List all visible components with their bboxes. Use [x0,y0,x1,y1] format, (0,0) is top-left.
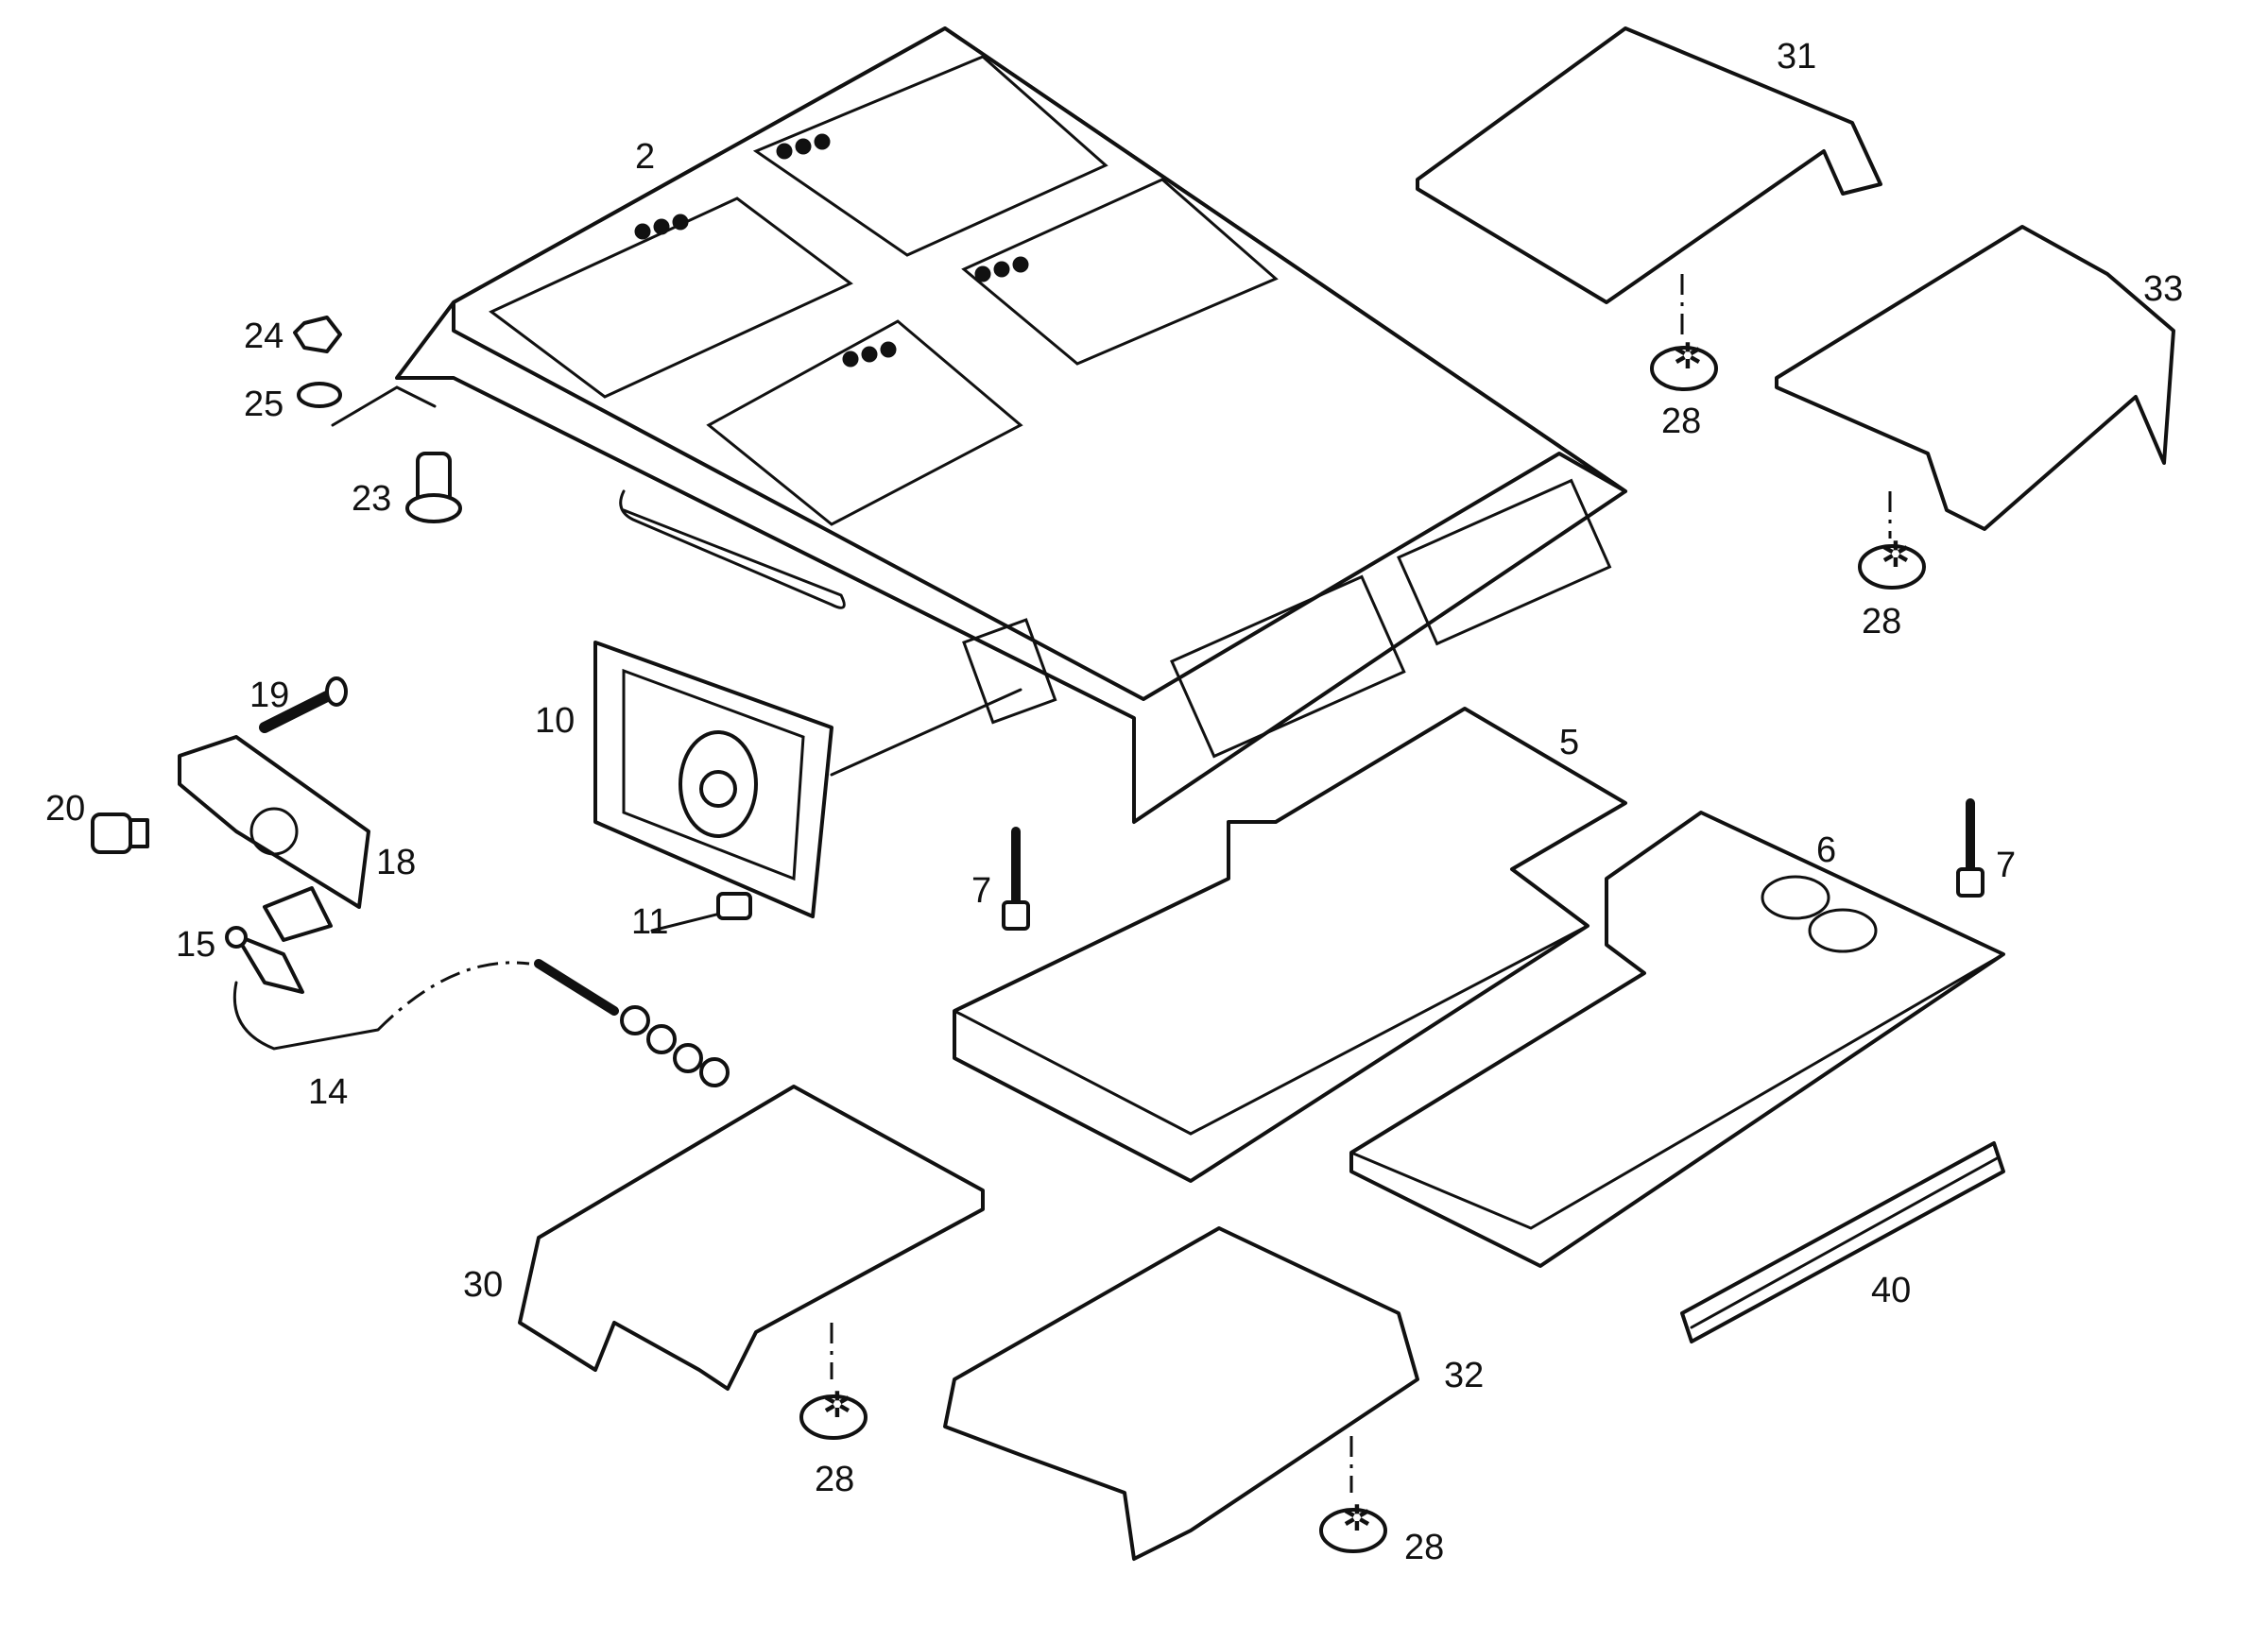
callout-7: 7 [1996,846,2016,885]
callout-25: 25 [244,385,284,424]
callout-30: 30 [463,1265,503,1305]
callout-5: 5 [1559,723,1579,762]
base-tray-part-5 [953,707,1627,1183]
link-part-15 [225,926,304,994]
callout-28: 28 [1661,402,1701,441]
cover-panel-part-31 [1416,26,1882,304]
cable-part-14 [232,959,730,1087]
nut-part-24 [293,316,342,353]
callout-15: 15 [176,925,215,965]
callout-28: 28 [815,1460,854,1499]
perforation-pattern [634,133,1029,368]
callout-28: 28 [1404,1528,1444,1567]
vent-grille [1170,478,1612,759]
bolt-part-19 [259,676,348,733]
screw-part-23 [405,452,462,523]
pin-part-7-a [1002,827,1030,931]
callout-6: 6 [1816,830,1836,870]
callout-33: 33 [2143,269,2183,309]
fastener-part-28-b: ✲ [1858,491,1926,590]
callout-2: 2 [635,137,655,177]
washer-part-25 [297,382,342,408]
callout-18: 18 [376,843,416,882]
callout-23: 23 [352,479,391,519]
callout-24: 24 [244,316,284,356]
pin-part-11 [650,892,752,932]
callout-14: 14 [308,1072,348,1112]
callout-10: 10 [535,701,575,741]
callout-40: 40 [1871,1271,1911,1310]
callout-11: 11 [631,902,668,942]
callout-28: 28 [1862,602,1901,641]
svg-text:✲: ✲ [1881,536,1911,575]
callout-31: 31 [1777,37,1816,77]
callout-32: 32 [1444,1356,1484,1395]
cover-panel-part-33 [1775,225,2175,531]
rail-part-40 [1680,1141,2005,1343]
fastener-part-28-c: ✲ [799,1323,868,1440]
pin-part-7-b [1956,798,1984,898]
lock-body-part-18 [178,735,370,942]
svg-text:✲: ✲ [1342,1499,1372,1539]
fitting-part-20 [91,812,149,854]
callout-20: 20 [45,789,85,829]
fastener-part-28-d: ✲ [1319,1436,1387,1553]
callout-7: 7 [971,871,991,911]
svg-text:✲: ✲ [1673,337,1703,377]
cover-panel-part-32 [943,1226,1419,1561]
roof-cover-part-2 [395,26,1627,824]
latch-handle-part-10 [593,641,1022,918]
fastener-part-28-a: ✲ [1650,274,1718,391]
cover-panel-part-30 [518,1085,985,1391]
svg-text:✲: ✲ [822,1386,852,1426]
base-tray-part-6 [1349,811,2005,1268]
callout-19: 19 [249,676,289,715]
